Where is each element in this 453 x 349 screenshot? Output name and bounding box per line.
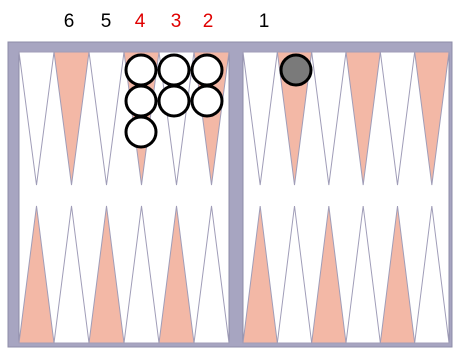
point-3-checker-2[interactable] [159,86,189,116]
point-3-checker-1[interactable] [159,55,189,85]
point-2-checker-2[interactable] [192,86,222,116]
point-4-checker-3[interactable] [126,117,156,147]
point-2-checker-1[interactable] [192,55,222,85]
right-half-board [243,52,449,343]
point-4-checker-2[interactable] [126,86,156,116]
point-4-checker-1[interactable] [126,55,156,85]
point-1-top-checker-1[interactable] [281,55,311,85]
